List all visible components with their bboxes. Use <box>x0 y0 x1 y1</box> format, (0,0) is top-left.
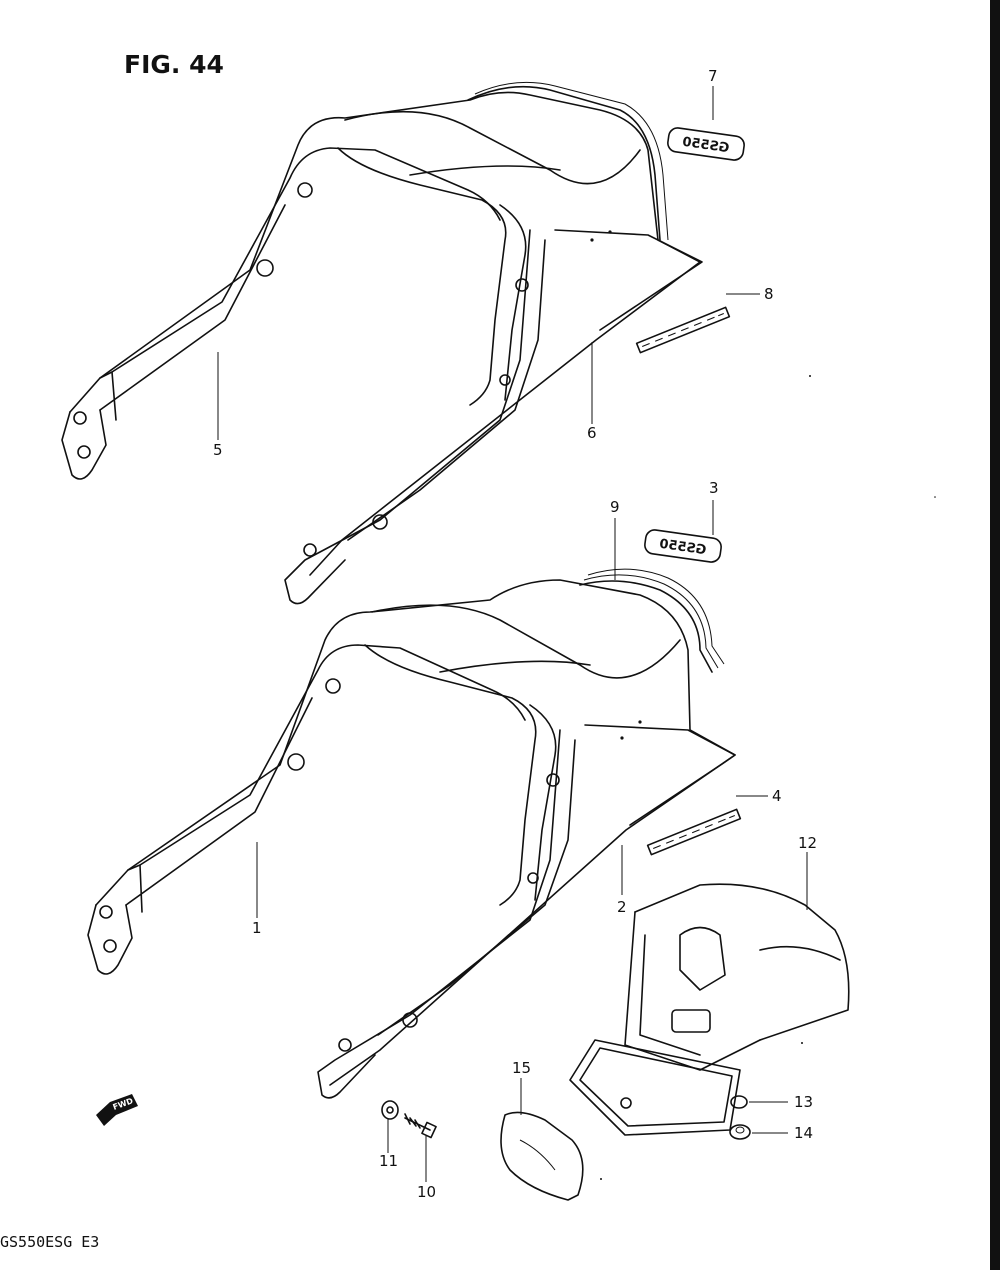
callout-1: 1 <box>252 919 262 937</box>
callout-8: 8 <box>764 285 774 303</box>
callout-15: 15 <box>512 1059 531 1077</box>
callout-7: 7 <box>708 67 718 85</box>
emblem-decal-top-text: GS550 <box>681 135 730 156</box>
callout-11: 11 <box>379 1152 398 1170</box>
reflector <box>500 1111 584 1201</box>
fwd-arrow-icon: FWD <box>96 1094 138 1126</box>
callout-10: 10 <box>417 1183 436 1201</box>
stripe-decal-upper <box>635 306 731 354</box>
upper-seat-tail-cover <box>61 81 703 605</box>
callout-12: 12 <box>798 834 817 852</box>
emblem-decal-lower: GS550 <box>644 529 722 563</box>
callout-4: 4 <box>772 787 782 805</box>
leader-lines <box>217 86 808 1182</box>
callout-14: 14 <box>794 1124 813 1142</box>
emblem-decal-lower-text: GS550 <box>658 537 707 558</box>
tail-box <box>569 883 850 1136</box>
callout-2: 2 <box>617 898 627 916</box>
bolt <box>404 1113 437 1139</box>
model-code: GS550ESG E3 <box>0 1233 100 1251</box>
nut-large <box>729 1124 751 1140</box>
nut-small <box>730 1095 748 1109</box>
lower-seat-tail-cover <box>87 579 736 1099</box>
callout-9: 9 <box>610 498 620 516</box>
stripe-decal-lower <box>646 808 742 856</box>
figure-title: FIG. 44 <box>124 50 224 79</box>
scan-edge-bar <box>990 0 1000 1270</box>
washer <box>381 1100 399 1120</box>
emblem-decal-top: GS550 <box>667 127 745 161</box>
callout-3: 3 <box>709 479 719 497</box>
callout-13: 13 <box>794 1093 813 1111</box>
callout-numbers: 1 2 3 4 5 6 7 8 9 10 11 12 13 14 15 <box>213 67 817 1201</box>
callout-5: 5 <box>213 441 223 459</box>
callout-6: 6 <box>587 424 597 442</box>
seal-strip <box>579 568 725 673</box>
